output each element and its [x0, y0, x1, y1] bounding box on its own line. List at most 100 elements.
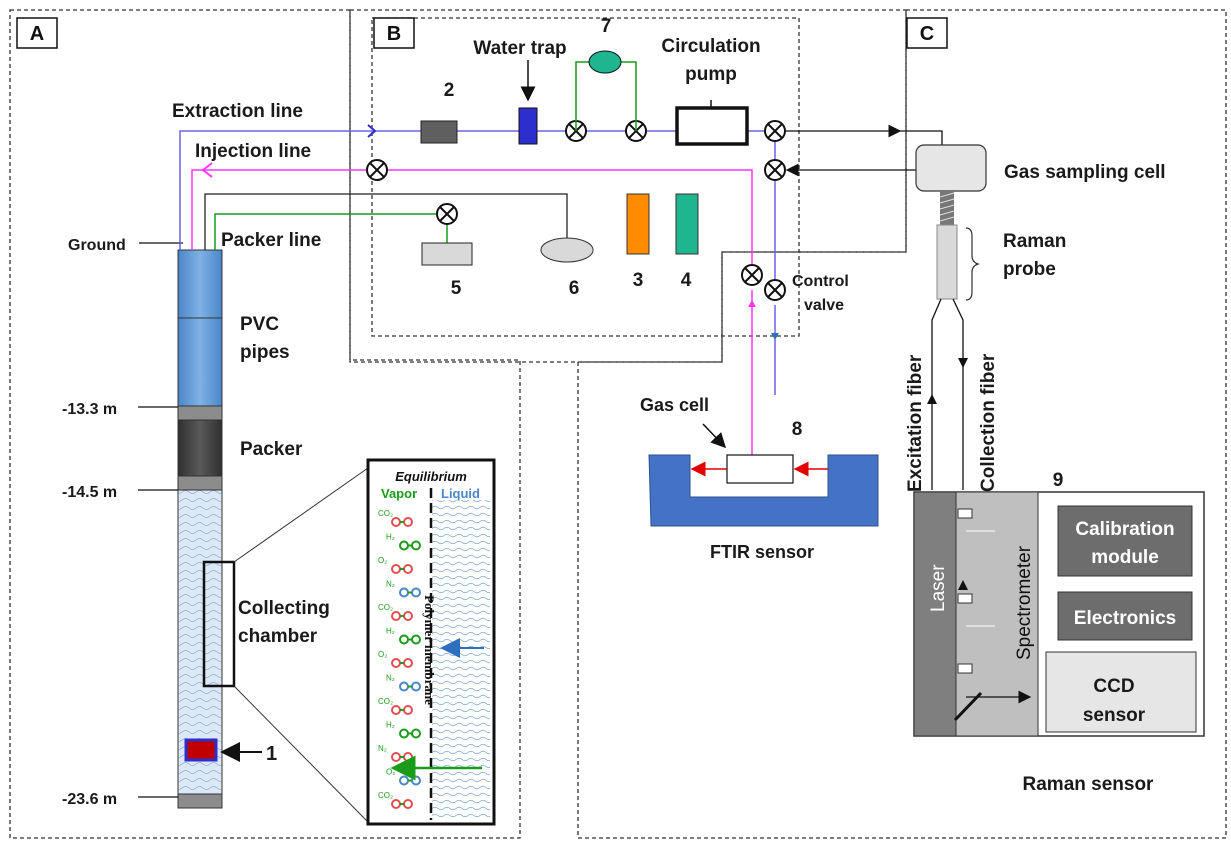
component-5 — [421, 242, 473, 266]
raman-number: 9 — [1053, 470, 1064, 491]
depth-label-13-3: -13.3 m — [62, 401, 117, 418]
component-2-number: 2 — [444, 80, 455, 101]
raman-probe — [936, 224, 958, 300]
injection-line — [191, 169, 753, 455]
equilibrium-inset — [366, 458, 496, 826]
gas-sampling-label: Gas sampling cell — [1004, 162, 1166, 183]
laser-label: Laser — [928, 564, 949, 612]
molecule-icon: N₂ — [386, 674, 421, 692]
collection-fiber-line — [952, 298, 964, 490]
ftir-gas-cell — [726, 454, 794, 484]
spectrometer-optics — [957, 508, 973, 674]
molecule-icon: H₂ — [386, 721, 421, 739]
inset-membrane-label: Polymer membrane — [422, 595, 437, 705]
component-5-number: 5 — [451, 278, 462, 299]
molecule-label: O₂ — [378, 556, 387, 565]
ftir-number: 8 — [792, 419, 803, 440]
molecule-label: N₂ — [386, 580, 395, 589]
panel-letter-b: B — [387, 23, 401, 45]
injection-line-label: Injection line — [195, 141, 311, 162]
collecting-label-line1: Collecting — [238, 598, 330, 619]
valve-icon — [764, 120, 786, 142]
collection-arrow — [958, 358, 968, 368]
panel-letter-c: C — [920, 23, 934, 45]
circulation-pump — [675, 106, 749, 146]
raman-probe-label-line1: Raman — [1003, 231, 1066, 252]
pipe-bottom — [177, 793, 223, 809]
inset-flow-arrows — [390, 638, 484, 781]
ftir-sensor-label: FTIR sensor — [710, 542, 814, 562]
pvc-pipe-upper — [177, 249, 223, 319]
ground-label: Ground — [68, 237, 126, 254]
molecule-icon: H₂ — [386, 627, 421, 645]
ftir-sensor-body — [648, 454, 879, 527]
component-4-number: 4 — [681, 270, 692, 291]
electronics-box — [1057, 591, 1193, 641]
component-6 — [540, 237, 594, 263]
injection-chevron — [201, 162, 213, 178]
molecule-label: CO₂ — [378, 603, 393, 612]
extraction-down-arrow — [771, 333, 779, 340]
molecule-icon: O₂ — [378, 556, 413, 574]
pipe-collar-2 — [177, 475, 223, 491]
raman-probe-label-line2: probe — [1003, 259, 1056, 280]
molecule-label: N₂ — [378, 744, 387, 753]
valve-icon — [366, 159, 388, 181]
sensor-1-number: 1 — [266, 743, 277, 765]
molecule-icon: CO₂ — [378, 603, 413, 621]
molecule-icon: N₂ — [386, 580, 421, 598]
depth-markers — [138, 242, 183, 798]
packer-label: Packer — [240, 439, 303, 460]
gas-cell-pointer — [702, 423, 727, 449]
pvc-label-line2: pipes — [240, 342, 290, 363]
valve-icon — [741, 264, 763, 286]
spectrometer-label: Spectrometer — [1014, 545, 1035, 660]
circulation-label-line2: pump — [685, 64, 737, 85]
water-trap-label: Water trap — [473, 38, 566, 59]
packer-line-black — [204, 193, 568, 250]
extraction-chevron — [367, 124, 377, 138]
panel-letter-a: A — [30, 23, 44, 45]
ccd-label-line1: CCD — [1093, 676, 1134, 697]
collecting-label-line2: chamber — [238, 626, 318, 647]
component-7 — [588, 50, 622, 74]
component-7-number: 7 — [601, 16, 612, 37]
pvc-pipe-lower — [177, 317, 223, 407]
molecule-icon: O₂ — [378, 650, 413, 668]
probe-connector-hatch — [939, 192, 955, 222]
pvc-label-line1: PVC — [240, 314, 279, 335]
electronics-label: Electronics — [1074, 608, 1176, 629]
calibration-label-line2: module — [1091, 547, 1159, 568]
molecule-label: H₂ — [386, 721, 395, 730]
molecule-label: CO₂ — [378, 697, 393, 706]
molecule-label: CO₂ — [378, 509, 393, 518]
inset-vapor-label: Vapor — [381, 486, 417, 501]
depth-label-14-5: -14.5 m — [62, 484, 117, 501]
molecule-label: N₂ — [386, 674, 395, 683]
packer-line-label: Packer line — [221, 230, 321, 251]
component-6-number: 6 — [569, 278, 580, 299]
component-3-number: 3 — [633, 270, 644, 291]
molecule-icon: H₂ — [386, 533, 421, 551]
valve-icon — [436, 203, 458, 225]
excitation-arrow — [927, 394, 937, 404]
panel-borders — [9, 9, 1227, 839]
zoom-line-bottom — [233, 685, 369, 823]
valve-icon — [764, 159, 786, 181]
collecting-chamber-box — [202, 560, 236, 688]
molecule-label: CO₂ — [378, 791, 393, 800]
component-3 — [626, 193, 650, 255]
excitation-fiber-line — [931, 298, 942, 490]
panel-letters: A B C — [16, 17, 948, 49]
molecule-icon: CO₂ — [378, 697, 413, 715]
raman-probe-brace — [965, 227, 980, 301]
outlet-line-turn — [900, 130, 943, 145]
water-trap — [518, 107, 538, 145]
depth-label-23-6: -23.6 m — [62, 791, 117, 808]
sensor-1-box — [184, 738, 218, 762]
packer-body — [177, 419, 223, 477]
ccd-label-line2: sensor — [1083, 705, 1146, 726]
calibration-module-box — [1057, 505, 1193, 577]
molecule-label: H₂ — [386, 627, 395, 636]
